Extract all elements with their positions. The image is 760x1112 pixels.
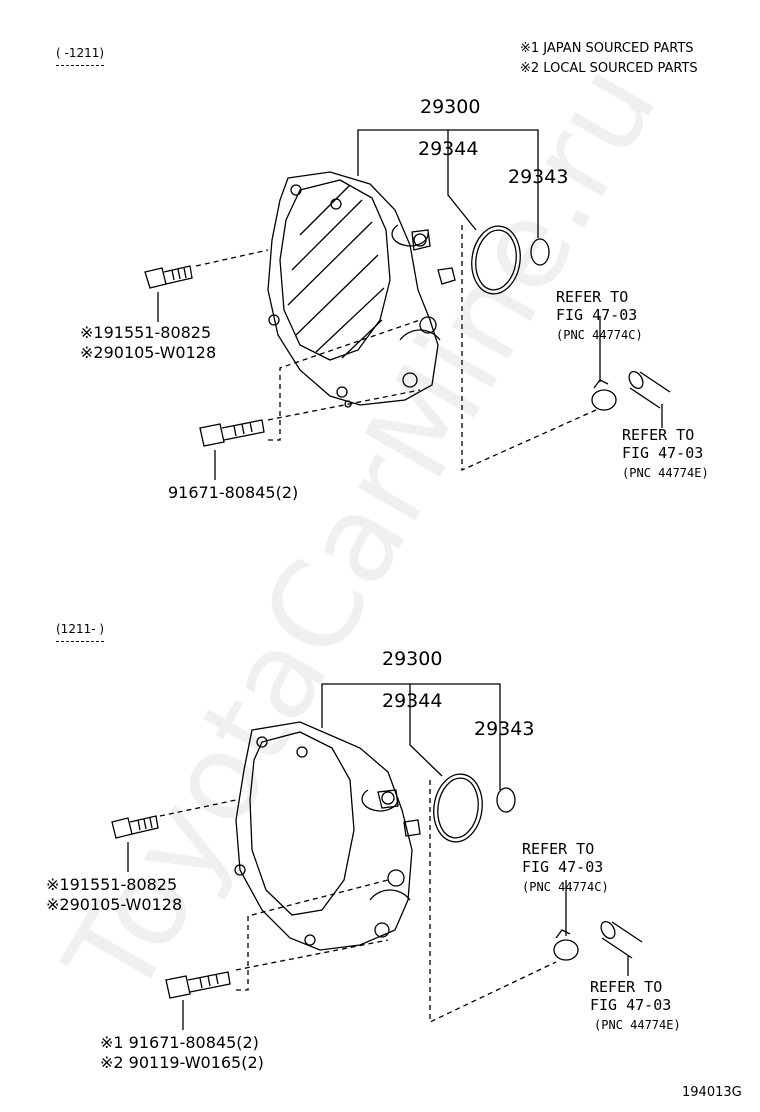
bolt-a-local-top: ※290105-W0128 xyxy=(80,343,217,362)
o-ring-large-bottom xyxy=(433,773,483,843)
range-label-bottom: (1211- ) xyxy=(56,620,105,642)
bolt-bottom-b xyxy=(165,971,231,999)
refer-e-line2-bottom: FIG 47-03 xyxy=(590,996,672,1014)
o-ring-small-bottom xyxy=(496,787,516,813)
refer-c-line1-bottom: REFER TO xyxy=(522,840,595,858)
refer-e-line1-top: REFER TO xyxy=(622,426,695,444)
part-number-29344-top: 29344 xyxy=(418,138,479,160)
bolt-b-top: 91671-80845(2) xyxy=(168,483,299,502)
bolt-b-local-bottom: ※2 90119-W0165(2) xyxy=(100,1053,264,1072)
hose-top xyxy=(628,370,671,409)
part-number-29300-bottom: 29300 xyxy=(382,648,443,670)
vacuum-pump-bottom xyxy=(234,721,421,951)
bolt-a-japan-top: ※191551-80825 xyxy=(80,323,212,342)
bolt-a-japan-bottom: ※191551-80825 xyxy=(46,875,178,894)
refer-e-line3-bottom: (PNC 44774E) xyxy=(594,1018,681,1032)
bolt-top-a xyxy=(144,265,193,289)
hose-bottom xyxy=(600,920,643,959)
bolt-b-japan-bottom: ※1 91671-80845(2) xyxy=(100,1033,259,1052)
refer-e-line2-top: FIG 47-03 xyxy=(622,444,704,462)
bolt-a-local-bottom: ※290105-W0128 xyxy=(46,895,183,914)
legend-note-local: ※2 LOCAL SOURCED PARTS xyxy=(520,61,698,76)
refer-e-line1-bottom: REFER TO xyxy=(590,978,663,996)
part-number-29300-top: 29300 xyxy=(420,96,481,118)
refer-c-line2-bottom: FIG 47-03 xyxy=(522,858,604,876)
part-number-29343-bottom: 29343 xyxy=(474,718,535,740)
legend-note-japan: ※1 JAPAN SOURCED PARTS xyxy=(520,41,694,56)
bolt-top-b xyxy=(199,419,265,447)
clamp-bottom xyxy=(553,929,579,961)
clamp-top xyxy=(591,379,617,411)
bolt-bottom-a xyxy=(111,815,159,839)
range-label-top: ( -1211) xyxy=(56,44,105,66)
refer-e-line3-top: (PNC 44774E) xyxy=(622,466,709,480)
refer-c-line3-top: (PNC 44774C) xyxy=(556,328,643,342)
part-number-29344-bottom: 29344 xyxy=(382,690,443,712)
part-number-29343-top: 29343 xyxy=(508,166,569,188)
refer-c-line2-top: FIG 47-03 xyxy=(556,306,638,324)
refer-c-line1-top: REFER TO xyxy=(556,288,629,306)
o-ring-small-top xyxy=(530,238,550,266)
figure-code: 194013G xyxy=(682,1085,742,1100)
vacuum-pump-top xyxy=(267,171,456,408)
o-ring-large-top xyxy=(471,225,521,295)
refer-c-line3-bottom: (PNC 44774C) xyxy=(522,880,609,894)
